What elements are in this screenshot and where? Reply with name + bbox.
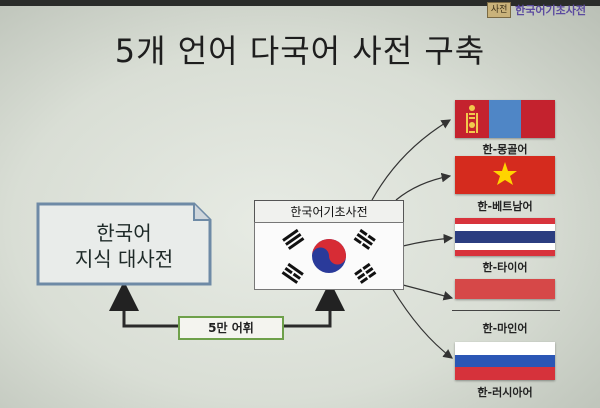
russia-flag-icon <box>455 342 555 380</box>
source-dictionary-document: 한국어 지식 대사전 <box>36 202 212 286</box>
source-line-2: 지식 대사전 <box>74 247 174 271</box>
brand-text: 한국어기초사전 <box>515 4 586 17</box>
arrow-to-russian <box>391 287 453 359</box>
arrow-to-mongolian <box>371 119 452 201</box>
malay-separator <box>452 310 560 311</box>
malaysia-flag-icon <box>455 279 555 299</box>
vietnam-flag-icon <box>455 156 555 194</box>
vocabulary-count-badge: 5만 어휘 <box>178 316 284 340</box>
target-label-vietnamese: 한-베트남어 <box>477 200 533 213</box>
page-title: 5개 언어 다국어 사전 구축 <box>114 32 486 70</box>
thailand-flag-icon <box>455 218 555 256</box>
arrow-to-malay <box>402 284 454 301</box>
target-label-malay: 한-마인어 <box>482 322 528 335</box>
source-line-1: 한국어 <box>96 221 152 245</box>
brand: 사전 한국어기초사전 <box>487 2 586 18</box>
mongolia-flag-icon <box>455 100 555 138</box>
target-label-russian: 한-러시아어 <box>477 386 533 399</box>
south-korea-flag-icon <box>254 222 404 290</box>
target-label-thai: 한-타이어 <box>482 261 528 274</box>
target-label-mongolian: 한-몽골어 <box>482 143 528 156</box>
source-title: 한국어 지식 대사전 <box>36 220 212 272</box>
top-band <box>0 0 600 6</box>
brand-logo: 사전 <box>487 2 512 18</box>
center-dictionary-label: 한국어기초사전 <box>254 200 404 224</box>
document-icon <box>36 202 212 286</box>
arrow-to-thai <box>402 233 454 247</box>
arrow-to-vietnamese <box>395 172 452 201</box>
